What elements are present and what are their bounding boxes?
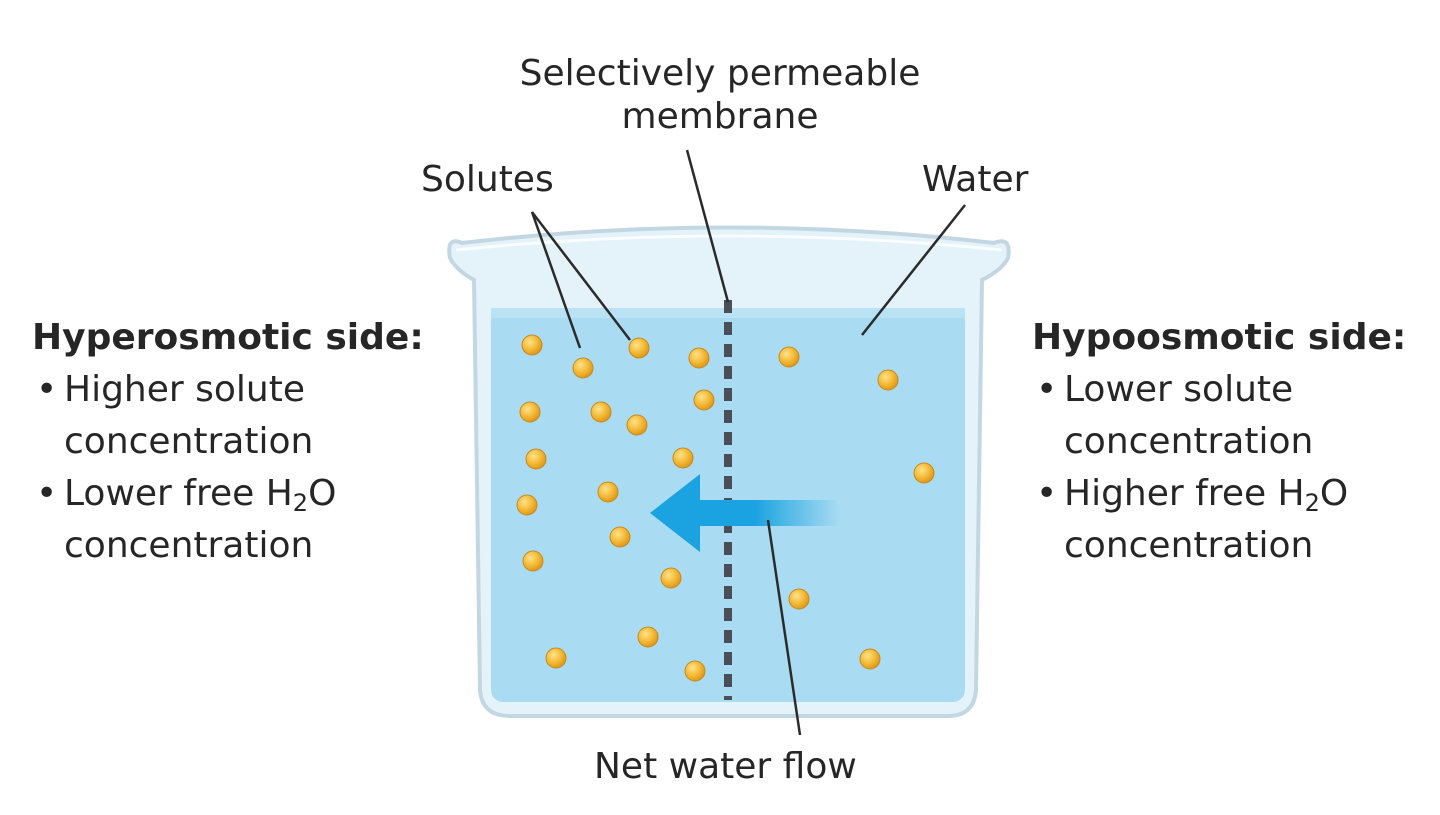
hypo-b1-line1: Lower solute <box>1064 369 1294 410</box>
hypoosmotic-panel: Hypoosmotic side: Lower solute concentra… <box>1032 312 1406 572</box>
net-flow-leader <box>766 519 802 736</box>
solute-particle <box>688 347 710 369</box>
hyperosmotic-bullet-1: Higher solute concentration <box>32 364 424 468</box>
water-leader <box>861 204 966 336</box>
leader-lines <box>530 149 966 736</box>
solute-particle <box>572 357 594 379</box>
hypo-b2-post: O <box>1319 473 1349 514</box>
membrane-leader <box>685 149 730 303</box>
solute-particle <box>778 346 800 368</box>
solute-particle <box>521 334 543 356</box>
solute-particle <box>684 660 706 682</box>
solute-particle <box>877 369 899 391</box>
solute-particle <box>626 414 648 436</box>
hyperosmotic-panel: Hyperosmotic side: Higher solute concent… <box>32 312 424 572</box>
solutes-leader-1 <box>530 211 582 349</box>
solute-particle <box>637 626 659 648</box>
hyper-b2-pre: Lower free H <box>64 473 293 514</box>
water-label: Water <box>922 159 1029 200</box>
solute-particle <box>788 588 810 610</box>
hyperosmotic-title: Hyperosmotic side: <box>32 317 424 358</box>
hyper-b1-line2: concentration <box>64 421 314 462</box>
beaker-rim <box>455 234 1003 252</box>
membrane-label: Selectively permeable membrane <box>470 52 970 138</box>
membrane-label-line-1: Selectively permeable <box>519 53 921 94</box>
hypoosmotic-bullet-1: Lower solute concentration <box>1032 364 1406 468</box>
hypo-b1-line2: concentration <box>1064 421 1314 462</box>
solutes-label: Solutes <box>421 159 554 200</box>
net-flow-arrow <box>650 474 840 552</box>
hypo-b2-line1: Higher free H2O <box>1064 468 1406 520</box>
solute-particle <box>597 481 619 503</box>
solute-particle <box>525 448 547 470</box>
hypo-b2-sub: 2 <box>1304 489 1320 517</box>
membrane-label-line-2: membrane <box>621 96 819 138</box>
solute-particle <box>672 447 694 469</box>
solute-particle <box>590 401 612 423</box>
solute-particle <box>693 389 715 411</box>
hypo-b2-line2: concentration <box>1064 525 1314 566</box>
solute-particle <box>913 462 935 484</box>
solute-particle <box>516 494 538 516</box>
net-flow-label: Net water flow <box>594 746 857 787</box>
hypoosmotic-bullet-2: Higher free H2O concentration <box>1032 468 1406 572</box>
hypo-b2-pre: Higher free H <box>1064 473 1305 514</box>
solute-particle <box>522 550 544 572</box>
solute-particle <box>609 526 631 548</box>
hypoosmotic-list: Lower solute concentration Higher free H… <box>1032 364 1406 572</box>
solute-particle <box>545 647 567 669</box>
hyper-b2-line1: Lower free H2O <box>64 468 424 520</box>
hyperosmotic-bullet-2: Lower free H2O concentration <box>32 468 424 572</box>
hyper-b2-line2: concentration <box>64 525 314 566</box>
solute-particle <box>660 567 682 589</box>
solute-particle <box>519 401 541 423</box>
hyperosmotic-list: Higher solute concentration Lower free H… <box>32 364 424 572</box>
hypoosmotic-title: Hypoosmotic side: <box>1032 317 1407 358</box>
solutes <box>516 334 935 682</box>
hyper-b2-sub: 2 <box>292 489 309 517</box>
hyper-b2-post: O <box>308 473 337 514</box>
hyper-b1-line1: Higher solute <box>64 369 305 410</box>
solute-particle <box>628 337 650 359</box>
solutes-leader-2 <box>531 211 631 341</box>
solute-particle <box>859 648 881 670</box>
